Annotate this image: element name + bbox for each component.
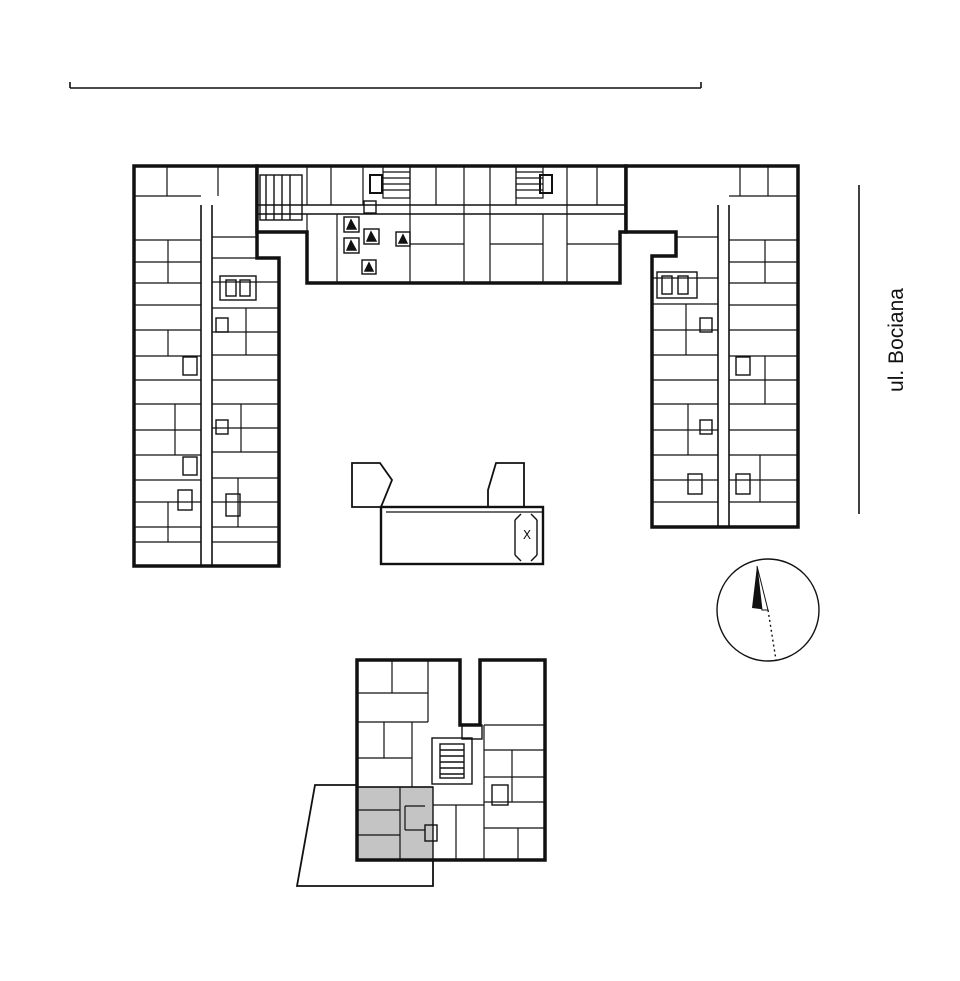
south-block-unit[interactable] <box>356 786 434 861</box>
east-wing <box>624 164 800 529</box>
street-name-label: ul. Bociana <box>885 288 908 392</box>
stair-mark: X <box>522 528 532 542</box>
north-arrow-compass <box>716 558 820 662</box>
north-wing <box>255 164 673 285</box>
courtyard-pavilion <box>351 462 545 566</box>
west-wing <box>132 164 281 568</box>
south-block <box>295 658 547 887</box>
scale-bar <box>69 82 702 89</box>
